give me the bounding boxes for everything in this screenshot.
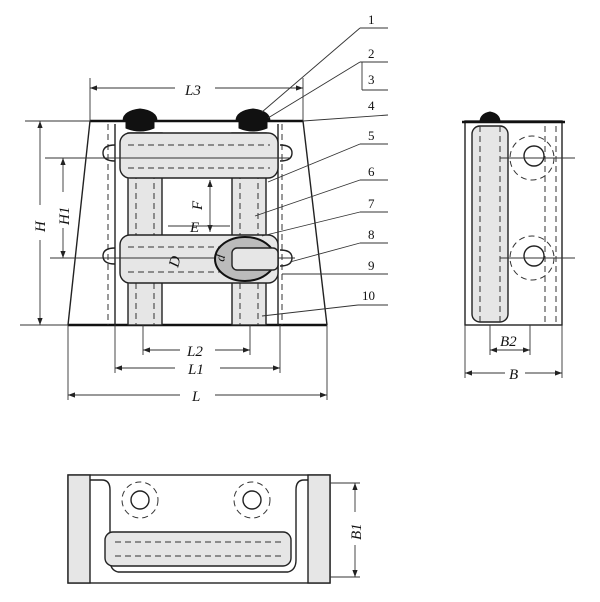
upper-roller: [119, 132, 279, 179]
side-post: [471, 125, 509, 323]
left-end-plate: [67, 474, 91, 584]
part-label-7: 7: [368, 196, 375, 211]
top-view: B1: [67, 474, 365, 584]
part-label-3: 3: [368, 72, 375, 87]
lower-eye-icon: [523, 245, 545, 267]
top-left-eye-icon: [130, 490, 150, 510]
right-bolt-cap: [235, 108, 271, 122]
dim-B1-label: B1: [349, 523, 365, 540]
left-lower-lug: [102, 247, 116, 265]
dim-L-label: L: [191, 389, 200, 405]
left-side-plate: [67, 120, 91, 326]
dim-D-label: D: [166, 254, 185, 270]
dim-H-label: H: [33, 220, 49, 233]
dim-F-label: F: [190, 200, 206, 211]
dim-d-label: d: [212, 253, 228, 262]
dim-H1-label: H1: [57, 207, 73, 226]
top-right-eye-icon: [242, 490, 262, 510]
dim-B-label: B: [509, 367, 518, 383]
dim-L2-label: L2: [186, 344, 203, 360]
part-label-4: 4: [368, 98, 375, 113]
right-upper-lug: [279, 144, 293, 162]
side-bolt-cap: [479, 111, 501, 123]
top-frame: [67, 474, 331, 584]
right-lower-lug: [279, 249, 293, 267]
front-view: F E D d L3 H H1 L2 L1 L: [20, 78, 328, 405]
dim-L3-label: L3: [184, 83, 201, 99]
dim-L1-label: L1: [187, 362, 204, 378]
right-end-plate: [307, 474, 331, 584]
top-roller: [104, 531, 292, 567]
part-label-2: 2: [368, 46, 375, 61]
part-label-1: 1: [368, 12, 375, 27]
part-label-10: 10: [362, 288, 375, 303]
part-label-8: 8: [368, 227, 375, 242]
dim-B2-label: B2: [500, 334, 517, 350]
upper-eye-icon: [523, 145, 545, 167]
part-label-5: 5: [368, 128, 375, 143]
part-label-9: 9: [368, 258, 375, 273]
part-callouts: 1 2 3 4 5 6 7 8 9 10: [254, 12, 389, 317]
left-bolt-cap: [122, 108, 158, 122]
side-view: B2 B: [462, 111, 575, 383]
dim-E-label: E: [189, 220, 199, 236]
part-label-6: 6: [368, 164, 375, 179]
left-upper-lug: [102, 144, 116, 162]
